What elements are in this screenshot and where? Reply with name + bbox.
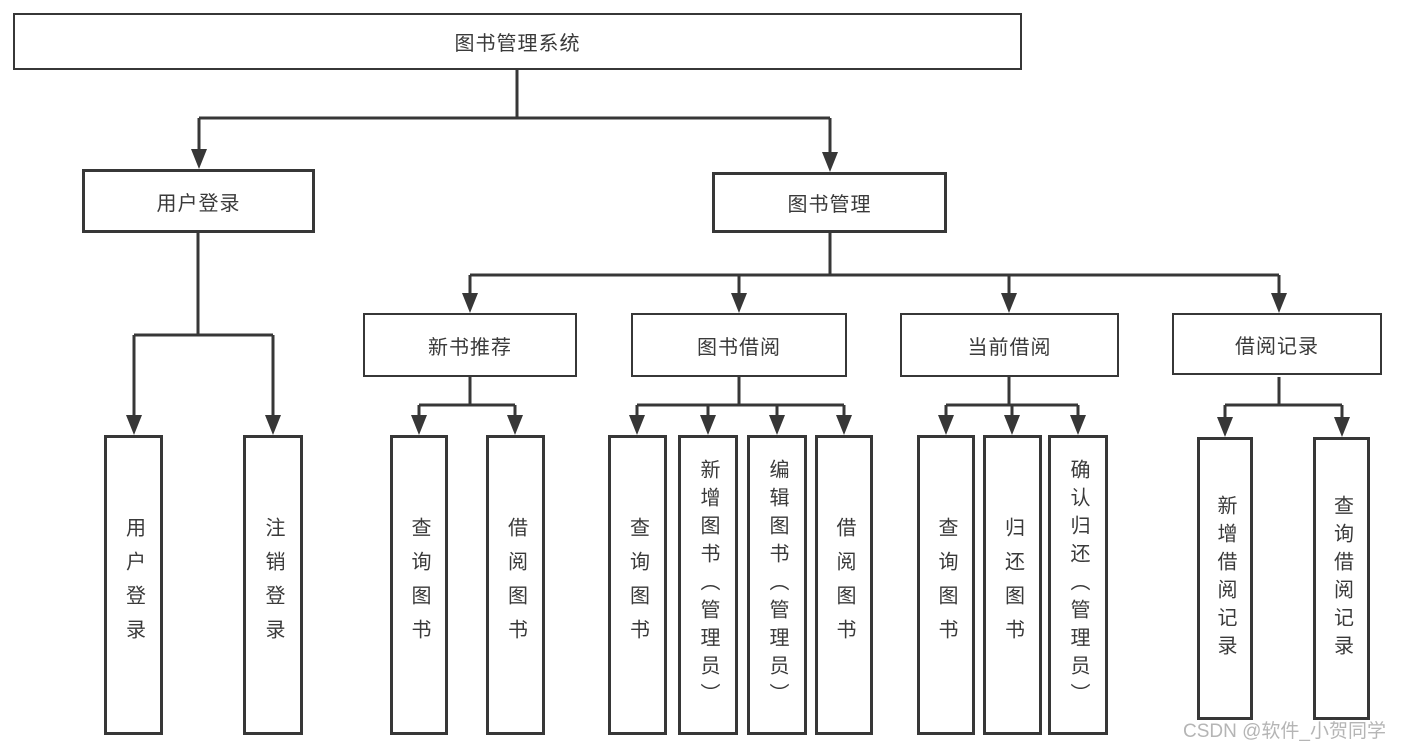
csdn-watermark: CSDN @软件_小贺同学 <box>1183 721 1386 742</box>
node-user-login: 用户登录 <box>82 169 315 233</box>
node-label: 编辑图书（管理员） <box>766 459 788 711</box>
leaf-record-query-borrow-record: 查询借阅记录 <box>1313 437 1370 720</box>
node-label: 查询图书 <box>408 517 430 653</box>
node-label: 新增借阅记录 <box>1214 494 1236 663</box>
node-label: 注销登录 <box>262 517 284 653</box>
node-book-management: 图书管理 <box>712 172 947 233</box>
node-label: 图书管理系统 <box>454 33 581 55</box>
node-label: 查询借阅记录 <box>1330 494 1353 663</box>
leaf-newbook-query-books: 查询图书 <box>390 435 448 735</box>
node-current-borrowing: 当前借阅 <box>900 313 1119 377</box>
node-label: 查询图书 <box>935 517 957 653</box>
node-label: 借阅记录 <box>1235 335 1319 358</box>
node-label: 用户登录 <box>156 192 241 215</box>
leaf-borrowing-borrow-books: 借阅图书 <box>815 435 873 735</box>
node-label: 图书借阅 <box>697 336 781 359</box>
node-borrowing-records: 借阅记录 <box>1172 313 1382 375</box>
node-library-system: 图书管理系统 <box>13 13 1022 70</box>
node-new-book-recommend: 新书推荐 <box>363 313 577 377</box>
leaf-newbook-borrow-books: 借阅图书 <box>486 435 545 735</box>
node-label: 查询图书 <box>626 517 649 653</box>
node-label: 借阅图书 <box>833 517 855 653</box>
node-label: 归还图书 <box>1001 517 1024 653</box>
node-label: 新书推荐 <box>428 336 512 359</box>
node-label: 确认归还（管理员） <box>1067 459 1089 711</box>
leaf-borrowing-edit-books-admin: 编辑图书（管理员） <box>747 435 807 735</box>
leaf-record-add-borrow-record: 新增借阅记录 <box>1197 437 1253 720</box>
leaf-user-login: 用户登录 <box>104 435 163 735</box>
leaf-current-confirm-return-admin: 确认归还（管理员） <box>1048 435 1108 735</box>
leaf-logout: 注销登录 <box>243 435 303 735</box>
node-label: 图书管理 <box>787 194 872 216</box>
leaf-borrowing-add-books-admin: 新增图书（管理员） <box>678 435 738 735</box>
node-label: 借阅图书 <box>504 517 527 653</box>
leaf-current-query-books: 查询图书 <box>917 435 975 735</box>
node-label: 新增图书（管理员） <box>697 459 719 711</box>
leaf-current-return-books: 归还图书 <box>983 435 1042 735</box>
node-label: 用户登录 <box>122 517 145 653</box>
node-book-borrowing: 图书借阅 <box>631 313 847 377</box>
leaf-borrowing-query-books: 查询图书 <box>608 435 667 735</box>
node-label: 当前借阅 <box>967 336 1052 359</box>
